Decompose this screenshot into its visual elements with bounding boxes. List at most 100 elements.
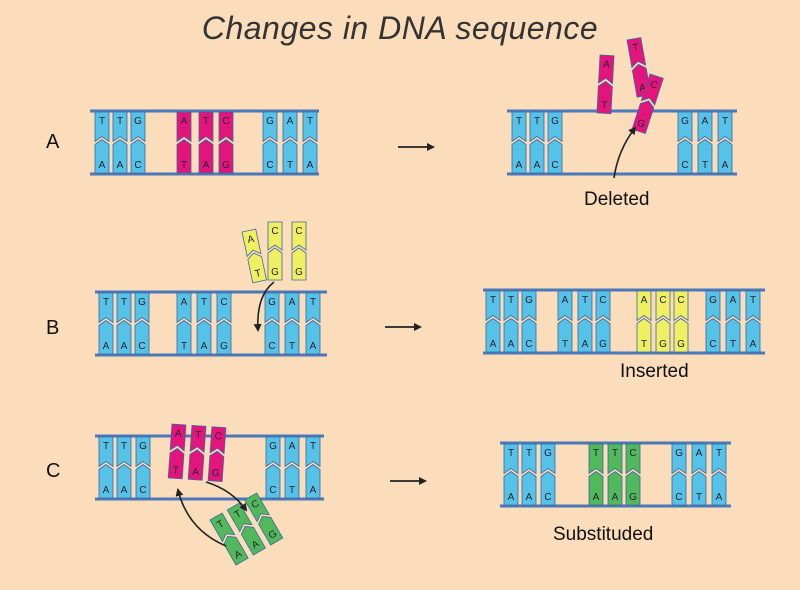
nucleotide-label: T: [696, 492, 702, 503]
nucleotide-label: T: [526, 448, 532, 459]
base-pair: GC: [264, 292, 280, 355]
nucleotide-label: T: [203, 116, 209, 127]
nucleotide-label: A: [750, 339, 757, 350]
base-pair: AT: [284, 292, 300, 355]
base-top: [725, 290, 741, 322]
nucleotide-label: A: [716, 492, 723, 503]
nucleotide-label: A: [181, 297, 188, 308]
base-top: [691, 443, 707, 475]
nucleotide-label: A: [203, 160, 210, 171]
diagram-title: Changes in DNA sequence: [201, 10, 599, 46]
base-pair: AT: [557, 290, 573, 353]
base-bottom: [547, 139, 563, 174]
base-top: [265, 436, 281, 468]
base-bottom: [267, 247, 283, 281]
base-pair: CG: [207, 426, 227, 483]
nucleotide-label: G: [681, 116, 689, 127]
nucleotide-label: C: [599, 295, 606, 306]
base-top: [577, 290, 593, 322]
base-pair: TA: [94, 111, 110, 174]
base-bottom: [745, 318, 761, 353]
nucleotide-label: C: [222, 116, 229, 127]
base-top: [112, 111, 128, 143]
row-c-group: TATAGCGCATTAATTACGTATACGTATAGCTATACGGCAT…: [95, 423, 731, 566]
base-bottom: [94, 139, 110, 174]
base-top: [547, 111, 563, 143]
base-top: [540, 443, 556, 475]
nucleotide-label: T: [310, 441, 316, 452]
base-top: [745, 290, 761, 322]
nucleotide-label: A: [603, 59, 611, 70]
base-top: [588, 443, 604, 475]
base-bottom: [725, 318, 741, 353]
base-pair: TA: [485, 290, 501, 353]
base-top: [485, 290, 501, 322]
nucleotide-label: G: [551, 116, 559, 127]
nucleotide-label: A: [99, 160, 106, 171]
nucleotide-label: G: [271, 267, 279, 278]
base-bottom: [521, 471, 537, 506]
base-bottom: [691, 471, 707, 506]
base-top: [209, 512, 236, 543]
nucleotide-label: A: [562, 295, 569, 306]
nucleotide-label: C: [659, 295, 666, 306]
base-top: [305, 292, 321, 324]
nucleotide-label: T: [562, 339, 568, 350]
nucleotide-label: T: [702, 160, 708, 171]
base-top: [521, 443, 537, 475]
nucleotide-label: G: [659, 339, 667, 350]
base-bottom: [258, 515, 284, 546]
base-bottom: [717, 139, 733, 174]
nucleotide-label: C: [138, 341, 145, 352]
base-pair: TA: [196, 292, 212, 355]
base-top: [241, 228, 262, 258]
nucleotide-label: A: [638, 82, 647, 94]
nucleotide-label: A: [730, 295, 737, 306]
base-top: [135, 436, 151, 468]
nucleotide-label: G: [266, 116, 274, 127]
base-pair: GC: [135, 436, 151, 499]
base-pair: TA: [305, 436, 321, 499]
nucleotide-label: A: [233, 548, 245, 561]
base-pair: AT: [596, 54, 615, 115]
nucleotide-label: G: [134, 116, 142, 127]
base-bottom: [284, 464, 300, 499]
nucleotide-label: T: [310, 297, 316, 308]
base-bottom: [198, 139, 214, 174]
nucleotide-label: A: [508, 492, 515, 503]
nucleotide-label: T: [632, 42, 640, 54]
base-pair: TA: [711, 443, 727, 506]
base-bottom: [247, 252, 267, 284]
base-bottom: [711, 471, 727, 506]
base-pair: CG: [216, 292, 232, 355]
base-bottom: [540, 471, 556, 506]
base-top: [503, 443, 519, 475]
nucleotide-label: T: [181, 341, 187, 352]
base-top: [94, 111, 110, 143]
nucleotide-label: C: [134, 160, 141, 171]
base-pair: CG: [218, 111, 234, 174]
base-pair: TA: [588, 443, 604, 506]
base-top: [595, 290, 611, 322]
base-bottom: [503, 471, 519, 506]
nucleotide-label: A: [103, 341, 110, 352]
nucleotide-label: A: [696, 448, 703, 459]
base-pair: GC: [265, 436, 281, 499]
arrow-insert: [253, 281, 275, 332]
base-pair: AT: [167, 423, 187, 480]
base-bottom: [625, 471, 641, 506]
nucleotide-label: A: [121, 341, 128, 352]
nucleotide-label: C: [269, 485, 276, 496]
base-pair: AT: [176, 111, 192, 174]
nucleotide-label: T: [289, 485, 295, 496]
base-pair: CG: [244, 492, 284, 546]
base-bottom: [302, 139, 318, 174]
base-pair: GC: [547, 111, 563, 174]
nucleotide-label: T: [534, 116, 540, 127]
base-bottom: [636, 318, 652, 353]
base-pair: TA: [577, 290, 593, 353]
nucleotide-label: A: [103, 485, 110, 496]
nucleotide-label: C: [295, 226, 302, 237]
nucleotide-label: C: [629, 448, 636, 459]
